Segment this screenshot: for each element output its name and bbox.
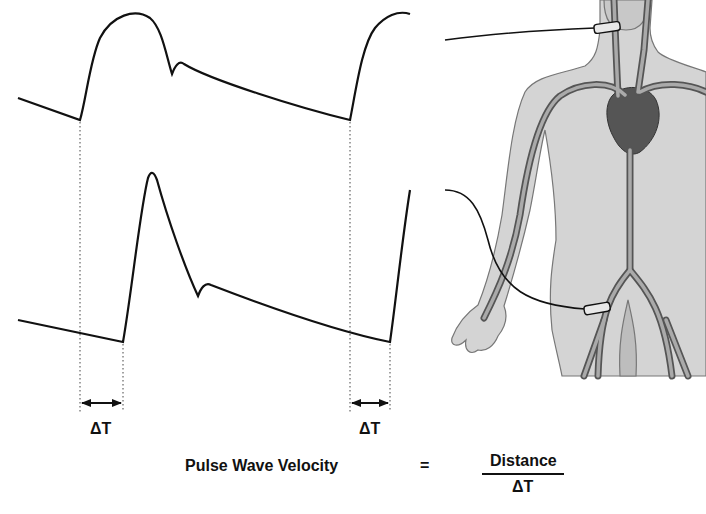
formula-numerator: Distance [490, 452, 557, 470]
tonometer-probes [584, 21, 621, 315]
formula-text: Pulse Wave Velocity [185, 457, 338, 475]
interval-label: ΔT [359, 420, 380, 438]
heart [607, 87, 659, 154]
fraction-bar [482, 473, 564, 475]
formula-text: = [420, 457, 429, 475]
formula-denominator: ΔT [512, 478, 533, 496]
carotid-waveform [18, 13, 410, 120]
human-body [452, 0, 706, 376]
interval-label: ΔT [90, 420, 111, 438]
interval-arrows [82, 402, 388, 404]
femoral-waveform [18, 173, 410, 342]
arteries [484, 0, 706, 376]
guide-lines [80, 122, 390, 412]
sensor-cables [445, 28, 595, 309]
